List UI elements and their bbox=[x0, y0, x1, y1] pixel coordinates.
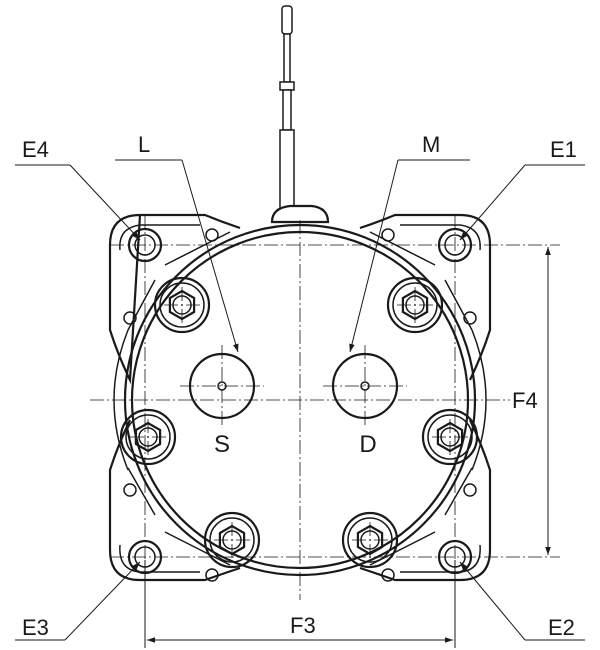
label-f4: F4 bbox=[512, 388, 538, 413]
bolt-5 bbox=[203, 511, 261, 569]
port-label-s: S bbox=[214, 431, 230, 458]
clutch-wire bbox=[270, 5, 330, 224]
bolt-2 bbox=[386, 276, 444, 334]
ear-small-holes bbox=[123, 228, 477, 582]
label-l: L bbox=[138, 132, 150, 157]
label-e1: E1 bbox=[550, 137, 577, 162]
mounting-hole-e4 bbox=[127, 227, 163, 263]
mounting-hole-e1 bbox=[437, 227, 473, 263]
label-e2: E2 bbox=[548, 615, 575, 640]
centre-lines bbox=[90, 215, 560, 600]
bolt-4 bbox=[421, 408, 479, 466]
discharge-port bbox=[323, 345, 407, 428]
bolt-3 bbox=[119, 408, 177, 466]
label-e3: E3 bbox=[22, 615, 49, 640]
dimension-f3 bbox=[144, 560, 456, 648]
bolt-1 bbox=[153, 276, 211, 334]
cover-bolts bbox=[119, 276, 479, 569]
label-m: M bbox=[422, 132, 440, 157]
port-label-d: D bbox=[359, 431, 376, 458]
leader-lines bbox=[15, 159, 585, 641]
suction-port bbox=[180, 345, 264, 428]
label-e4: E4 bbox=[22, 137, 49, 162]
label-f3: F3 bbox=[290, 613, 316, 638]
bolt-6 bbox=[341, 511, 399, 569]
